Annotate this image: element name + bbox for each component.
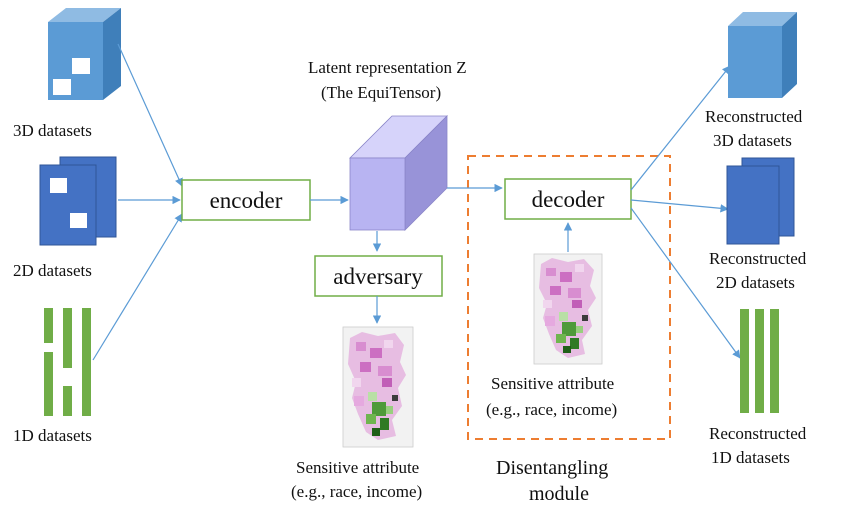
output-3d-line1: Reconstructed	[705, 107, 803, 126]
output-2d-stack	[726, 157, 795, 245]
output-2d-line2: 2D datasets	[716, 273, 795, 292]
arrow-1d-to-encoder	[92, 213, 183, 361]
output-3d-line2: 3D datasets	[713, 131, 792, 150]
output-1d-line1: Reconstructed	[709, 424, 807, 443]
input-2d-label: 2D datasets	[13, 261, 92, 280]
arrow-decoder-to-2d	[630, 199, 729, 213]
encoder-label: encoder	[210, 188, 283, 213]
sensitive-right-line2: (e.g., race, income)	[486, 400, 617, 419]
disentangling-module-frame	[467, 155, 671, 440]
output-2d-line1: Reconstructed	[709, 249, 807, 268]
sensitive-left-line2: (e.g., race, income)	[291, 482, 422, 501]
encoder-box	[181, 179, 311, 221]
arrow-3d-to-encoder	[117, 43, 183, 187]
output-1d-line2: 1D datasets	[711, 448, 790, 467]
sensitive-left-line1: Sensitive attribute	[296, 458, 419, 477]
latent-subtitle: (The EquiTensor)	[321, 83, 441, 102]
decoder-box	[504, 178, 632, 220]
input-3d-cube	[48, 8, 121, 100]
input-1d-label: 1D datasets	[13, 426, 92, 445]
output-3d-cube	[728, 12, 797, 98]
disentangling-title-line2: module	[529, 483, 589, 505]
sensitive-map-right	[533, 253, 603, 365]
output-1d-bars	[740, 309, 779, 413]
adversary-box	[314, 255, 443, 297]
sensitive-right-line1: Sensitive attribute	[491, 374, 614, 393]
input-1d-bars	[44, 308, 91, 416]
adversary-label: adversary	[333, 264, 423, 289]
arrow-decoder-to-3d	[630, 65, 731, 191]
sensitive-map-left	[342, 326, 414, 448]
arrow-decoder-to-1d	[630, 207, 741, 359]
latent-cube	[349, 115, 448, 231]
decoder-label: decoder	[532, 187, 605, 212]
disentangling-title-line1: Disentangling	[496, 457, 608, 479]
input-3d-label: 3D datasets	[13, 121, 92, 140]
latent-title: Latent representation Z	[308, 58, 467, 77]
input-2d-stack	[39, 156, 117, 246]
